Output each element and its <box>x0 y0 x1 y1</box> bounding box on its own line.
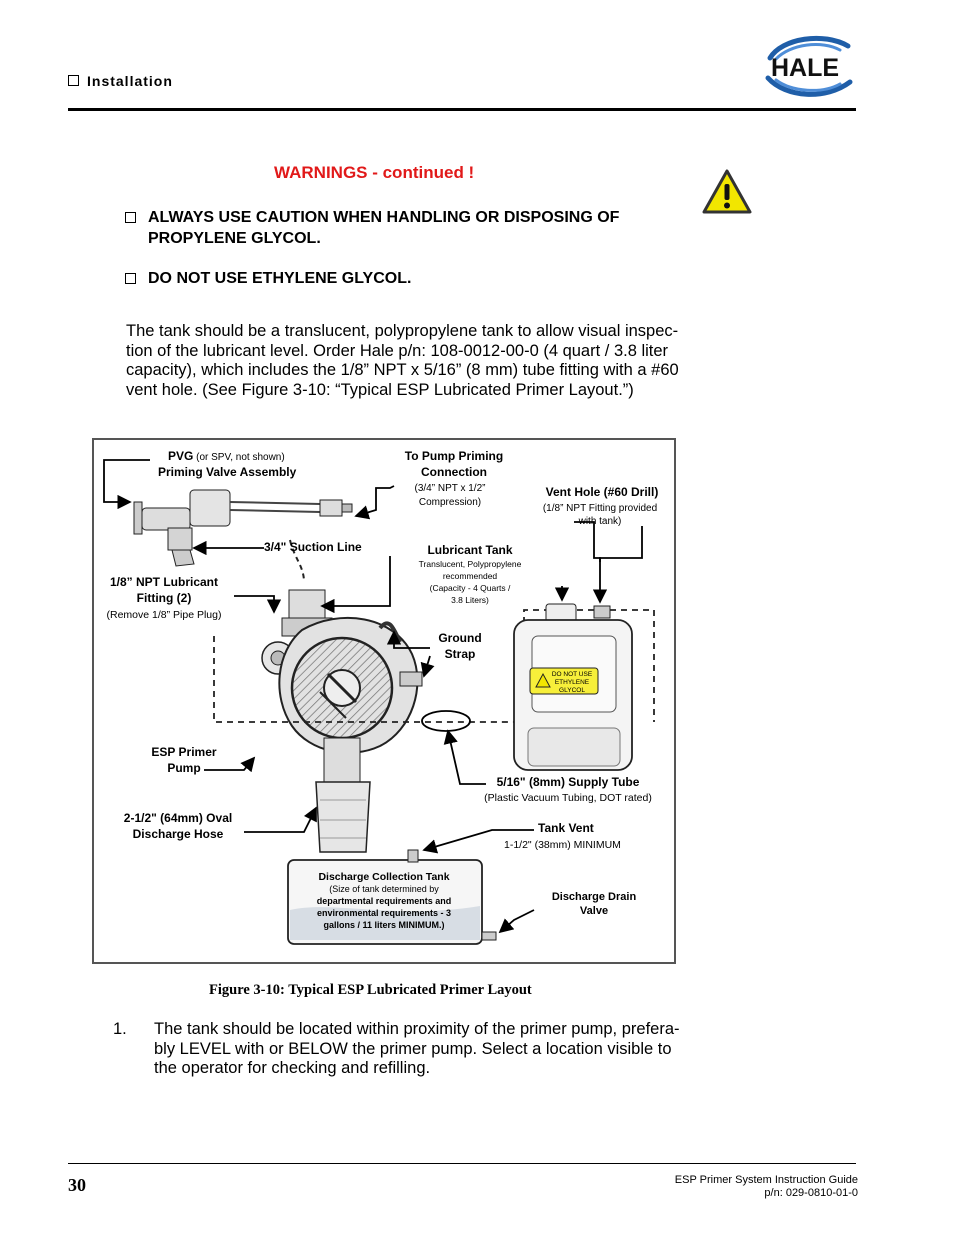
svg-text:Strap: Strap <box>445 647 476 661</box>
warning-triangle-icon <box>701 168 753 216</box>
svg-text:Discharge Hose: Discharge Hose <box>133 827 224 841</box>
svg-text:Translucent, Polypropylene: Translucent, Polypropylene <box>419 559 522 569</box>
svg-text:ETHYLENE: ETHYLENE <box>555 679 590 686</box>
svg-text:DO NOT USE: DO NOT USE <box>552 671 593 678</box>
esp-primer-label: ESP Primer <box>151 745 216 759</box>
discharge-hose-label: 2-1/2" (64mm) Oval <box>124 811 232 825</box>
svg-text:3.8 Liters): 3.8 Liters) <box>451 595 489 605</box>
footer-divider <box>68 1163 856 1164</box>
suction-line-label: 3/4" Suction Line <box>264 540 362 554</box>
checkbox-bullet-icon <box>125 273 136 284</box>
checkbox-bullet-icon <box>125 212 136 223</box>
svg-text:with tank): with tank) <box>578 516 622 527</box>
page-number: 30 <box>68 1175 86 1195</box>
svg-text:departmental requirements and: departmental requirements and <box>317 896 452 906</box>
warning-item: ALWAYS USE CAUTION WHEN HANDLING OR DISP… <box>125 207 619 249</box>
svg-text:(Remove 1/8” Pipe Plug): (Remove 1/8” Pipe Plug) <box>107 609 222 621</box>
priming-valve-drawing <box>133 489 353 567</box>
discharge-collection-tank-drawing <box>287 849 497 945</box>
svg-text:Pump: Pump <box>167 761 200 775</box>
svg-text:(3/4” NPT x 1/2”: (3/4” NPT x 1/2” <box>415 483 486 494</box>
priming-valve-label: Priming Valve Assembly <box>158 465 297 479</box>
svg-text:gallons / 11 liters MINIMUM.): gallons / 11 liters MINIMUM.) <box>323 920 444 930</box>
npt-fitting-label: 1/8” NPT Lubricant <box>110 575 218 589</box>
svg-text:environmental requirements - 3: environmental requirements - 3 <box>317 908 451 918</box>
svg-text:recommended: recommended <box>443 571 498 581</box>
lubricant-tank-label: Lubricant Tank <box>427 543 512 557</box>
svg-text:(Size of tank determined by: (Size of tank determined by <box>329 884 439 894</box>
footer-info: ESP Primer System Instruction Guide p/n:… <box>674 1174 858 1199</box>
tank-vent-label: Tank Vent <box>538 821 594 835</box>
figure-primer-layout: DO NOT USE ETHYLENE GLYCOL <box>92 438 676 964</box>
to-pump-label: To Pump Priming <box>405 449 503 463</box>
vent-hole-label: Vent Hole (#60 Drill) <box>546 485 659 499</box>
svg-text:(Capacity - 4 Quarts /: (Capacity - 4 Quarts / <box>430 583 511 593</box>
leader-lines <box>103 459 643 934</box>
warnings-title: WARNINGS - continued ! <box>274 163 475 182</box>
warning-triangle-icon <box>535 672 551 688</box>
figure-caption: Figure 3-10: Typical ESP Lubricated Prim… <box>209 982 532 998</box>
svg-text:Connection: Connection <box>421 465 487 479</box>
esp-primer-pump-drawing <box>261 539 423 853</box>
svg-text:Compression): Compression) <box>419 497 481 508</box>
svg-text:GLYCOL: GLYCOL <box>559 687 585 694</box>
figure-diagram: DO NOT USE ETHYLENE GLYCOL <box>103 449 659 945</box>
supply-tube-highlight <box>421 710 471 732</box>
supply-tube-label: 5/16" (8mm) Supply Tube <box>497 775 640 789</box>
svg-text:Fitting (2): Fitting (2) <box>137 591 192 605</box>
svg-text:(Plastic Vacuum Tubing, DOT ra: (Plastic Vacuum Tubing, DOT rated) <box>484 792 652 804</box>
hale-logo: HALE <box>752 28 858 104</box>
lubricant-tank-drawing: DO NOT USE ETHYLENE GLYCOL <box>513 603 633 771</box>
drain-valve-label: Discharge Drain <box>552 891 637 903</box>
checkbox-bullet-icon <box>68 75 79 86</box>
step-text: The tank should be located within proxim… <box>154 1020 680 1077</box>
section-label: Installation <box>68 73 173 89</box>
warning-item: DO NOT USE ETHYLENE GLYCOL. <box>125 268 411 289</box>
discharge-tank-label: Discharge Collection Tank <box>318 871 449 883</box>
logo-text: HALE <box>771 54 839 82</box>
header-divider <box>68 108 856 111</box>
svg-text:1-1/2" (38mm) MINIMUM: 1-1/2" (38mm) MINIMUM <box>504 839 621 851</box>
svg-text:(1/8” NPT Fitting provided: (1/8” NPT Fitting provided <box>543 503 657 514</box>
step-number: 1. <box>113 1020 127 1038</box>
body-paragraph: The tank should be a translucent, polypr… <box>126 322 679 399</box>
svg-text:Valve: Valve <box>580 905 608 917</box>
pvg-label: PVG (or SPV, not shown) <box>168 449 285 463</box>
ground-strap-label: Ground <box>438 631 481 645</box>
